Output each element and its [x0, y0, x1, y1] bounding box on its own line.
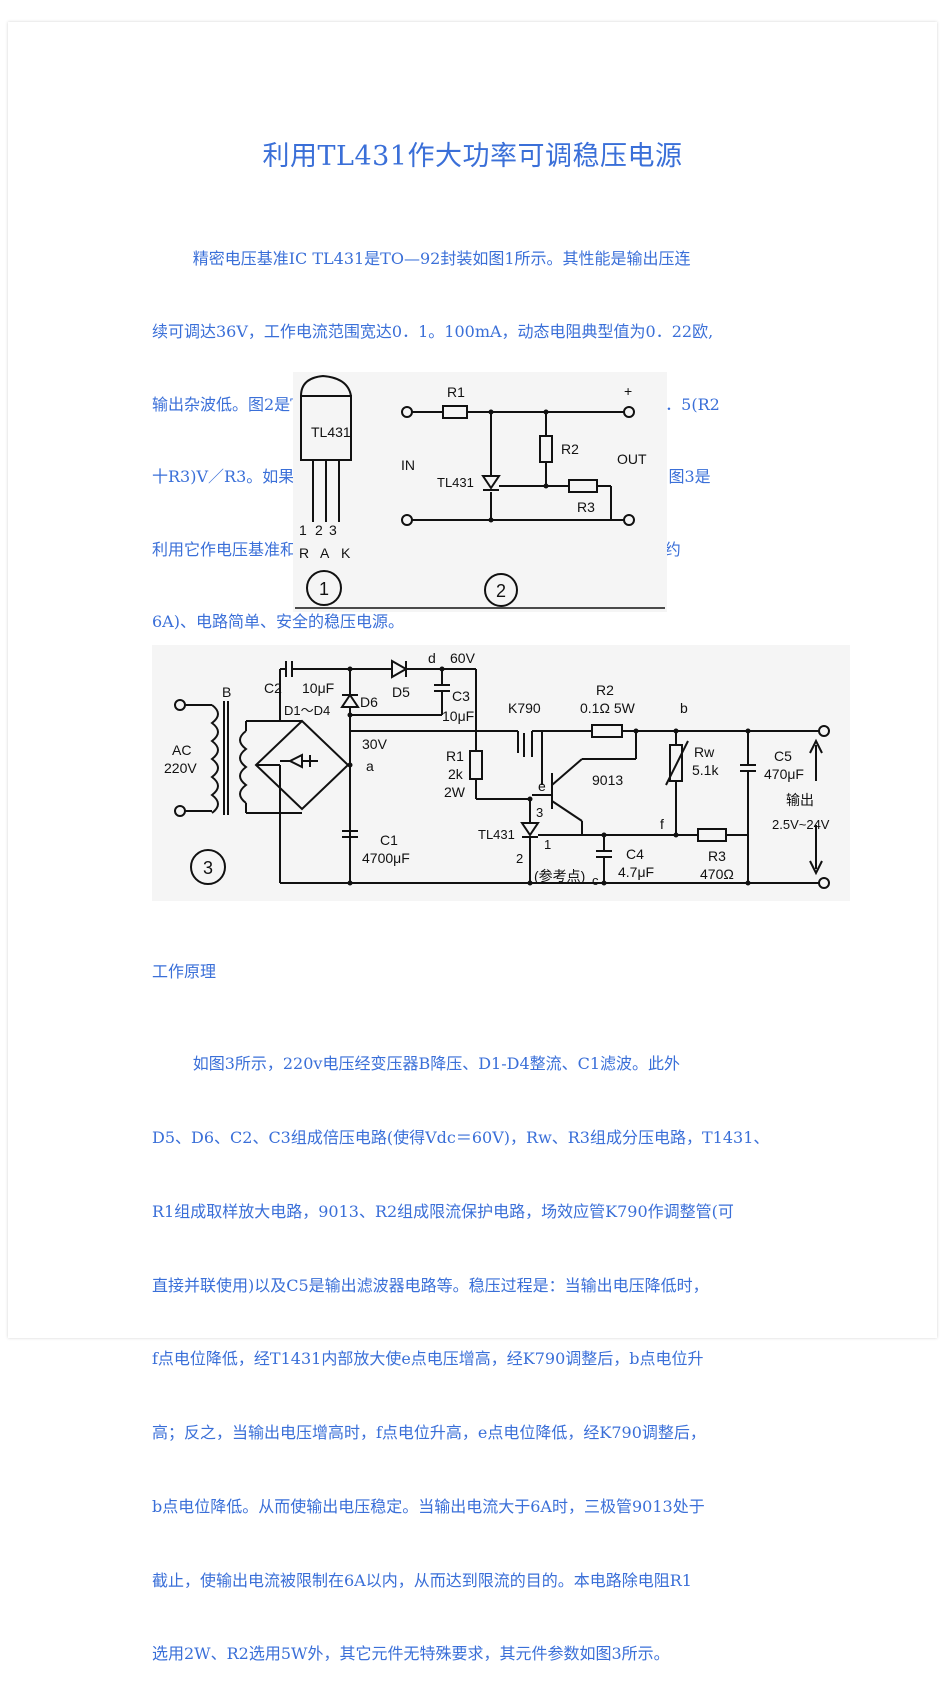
fig2-r2-label: R2: [561, 441, 579, 457]
fig3-c5-label: C5: [774, 748, 792, 764]
fig1-pin-3: 3: [329, 522, 337, 538]
fig1-pin-name-k: K: [341, 545, 351, 561]
fig3-node-a: a: [366, 758, 374, 774]
fig3-tl431-pin2: 2: [516, 851, 523, 866]
fig3-reference-point: (参考点): [534, 868, 585, 884]
document-title: 利用TL431作大功率可调稳压电源: [262, 141, 683, 172]
fig3-d5-label: D5: [392, 684, 410, 700]
intro-line: 6A)、电路简单、安全的稳压电源。: [152, 612, 404, 632]
fig3-c2-value: 10μF: [302, 680, 334, 696]
fig3-output-range: 2.5V~24V: [772, 817, 830, 832]
fig2-r1-label: R1: [447, 384, 465, 400]
fig3-node-b: b: [680, 700, 688, 716]
fig3-k790-label: K790: [508, 700, 541, 716]
body-line: 如图3所示，220v电压经变压器B降压、D1-D4整流、C1滤波。此外: [152, 1054, 681, 1074]
fig2-ic-label: TL431: [437, 475, 474, 490]
tl431-package-drawing: [295, 374, 665, 609]
fig3-c2-label: C2: [264, 680, 282, 696]
fig3-c1-value: 4700μF: [362, 850, 410, 866]
body-line: 选用2W、R2选用5W外，其它元件无特殊要求，其元件参数如图3所示。: [152, 1644, 670, 1664]
fig3-node-c: c: [592, 873, 599, 888]
fig3-r2-label: R2: [596, 682, 614, 698]
fig3-c5-value: 470μF: [764, 766, 804, 782]
section-heading: 工作原理: [152, 962, 217, 981]
fig3-tl431-pin3: 3: [536, 805, 543, 820]
intro-line: 续可调达36V，工作电流范围宽达0．1。100mA，动态电阻典型值为0．22欧,: [152, 322, 714, 342]
fig2-r3-label: R3: [577, 499, 595, 515]
body-paragraph: 如图3所示，220v电压经变压器B降压、D1-D4整流、C1滤波。此外 D5、D…: [152, 1003, 769, 1692]
fig1-number: 1: [319, 579, 329, 599]
fig3-c1-label: C1: [380, 832, 398, 848]
fig3-r3-value: 470Ω: [700, 866, 734, 882]
fig3-node-e: e: [538, 778, 546, 794]
fig3-r1-label: R1: [446, 748, 464, 764]
fig3-c3-label: C3: [452, 688, 470, 704]
fig3-number: 3: [203, 858, 213, 878]
body-line: f点电位降低，经T1431内部放大使e点电压增高，经K790调整后，b点电位升: [152, 1349, 704, 1369]
body-line: 高；反之，当输出电压增高时，f点电位升高，e点电位降低，经K790调整后，: [152, 1423, 706, 1443]
fig2-in-label: IN: [401, 457, 415, 473]
fig3-c3-value: 10μF: [442, 708, 474, 724]
fig3-node-f: f: [660, 816, 664, 832]
fig1-pin-2: 2: [315, 522, 323, 538]
body-line: b点电位降低。从而使输出电压稳定。当输出电流大于6A时，三极管9013处于: [152, 1496, 705, 1516]
fig3-node-d: d: [428, 650, 436, 666]
fig3-c4-value: 4.7μF: [618, 864, 654, 880]
fig3-r1-power: 2W: [444, 784, 466, 800]
fig3-r2-value: 0.1Ω 5W: [580, 700, 636, 716]
fig3-transformer-label: B: [222, 684, 231, 700]
fig3-d6-label: D6: [360, 694, 378, 710]
fig1-chip-label: TL431: [311, 424, 351, 440]
fig2-number: 2: [496, 581, 506, 601]
fig3-rw-label: Rw: [694, 744, 715, 760]
fig3-60v-label: 60V: [450, 650, 476, 666]
fig3-rw-value: 5.1k: [692, 762, 719, 778]
fig1-pin-1: 1: [299, 522, 307, 538]
fig2-plus-label: +: [624, 383, 632, 399]
figure-3-schematic: B AC 220V C2 10μF D6 D5 D1～D4 d 60V C3 1…: [152, 645, 850, 901]
fig3-output-label: 输出: [786, 792, 814, 808]
intro-line: 精密电压基准IC TL431是TO—92封装如图1所示。其性能是输出压连: [152, 249, 691, 269]
body-line: 直接并联使用)以及C5是输出滤波器电路等。稳压过程是：当输出电压降低时，: [152, 1275, 709, 1295]
body-line: 截止，使输出电流被限制在6A以内，从而达到限流的目的。本电路除电阻R1: [152, 1570, 692, 1590]
fig3-r1-value: 2k: [448, 766, 464, 782]
body-line: D5、D6、C2、C3组成倍压电路(使得Vdc＝60V)，Rw、R3组成分压电路…: [152, 1127, 770, 1147]
fig3-r3-label: R3: [708, 848, 726, 864]
fig2-out-label: OUT: [617, 451, 647, 467]
fig3-30v-label: 30V: [362, 736, 388, 752]
fig3-9013-label: 9013: [592, 772, 623, 788]
fig3-ac-label: AC: [172, 742, 191, 758]
fig3-tl431-pin1: 1: [544, 837, 551, 852]
fig3-ac-voltage: 220V: [164, 760, 197, 776]
fig3-wires: [174, 659, 830, 889]
fig1-pin-name-a: A: [320, 545, 330, 561]
fig1-pin-name-r: R: [299, 545, 309, 561]
fig3-c4-label: C4: [626, 846, 644, 862]
fig3-bridge-label: D1～D4: [284, 703, 330, 718]
body-line: R1组成取样放大电路，9013、R2组成限流保护电路，场效应管K790作调整管(…: [152, 1201, 734, 1221]
figure-1-2: TL431 1 2 3 R A K 1 R1 R2 R3 + IN OUT TL…: [293, 372, 667, 612]
fig3-tl431-label: TL431: [478, 827, 515, 842]
